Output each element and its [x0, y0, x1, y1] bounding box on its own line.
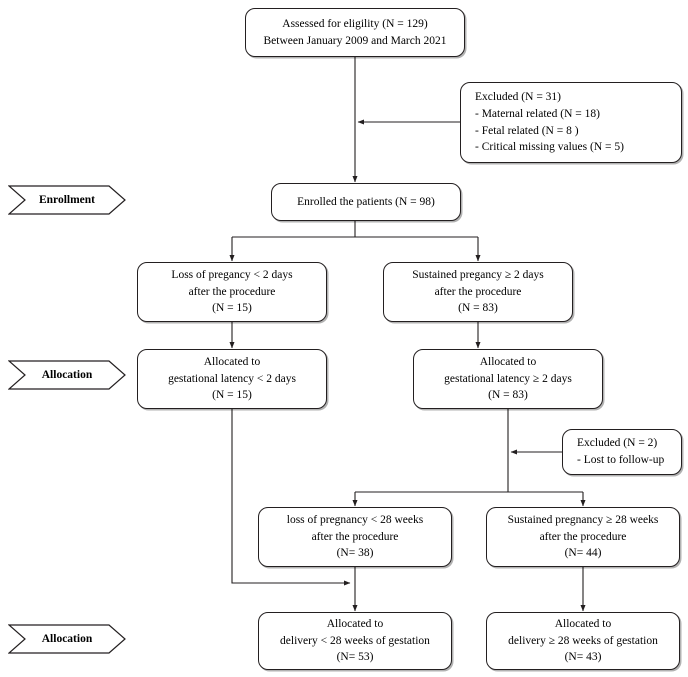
- node-line: - Maternal related (N = 18): [475, 107, 600, 120]
- node-sustained-pregnancy-ge-2-days: Sustained pregancy ≥ 2 days after the pr…: [383, 262, 573, 322]
- node-excluded-first: Excluded (N = 31) - Maternal related (N …: [460, 82, 682, 163]
- banner-chevron-icon: [8, 360, 126, 390]
- node-assessed-for-eligibility: Assessed for eligility (N = 129) Between…: [245, 8, 465, 57]
- node-enrolled-patients: Enrolled the patients (N = 98): [271, 183, 461, 221]
- node-line: after the procedure: [434, 285, 522, 298]
- node-line: Excluded (N = 2): [577, 437, 658, 450]
- node-sustained-pregnancy-ge-28-weeks: Sustained pregnancy ≥ 28 weeks after the…: [486, 507, 680, 567]
- node-line: after the procedure: [311, 530, 399, 543]
- node-line: Allocated to: [326, 617, 384, 630]
- banner-chevron-icon: [8, 624, 126, 654]
- node-line: (N = 83): [458, 302, 498, 315]
- node-line: after the procedure: [188, 285, 276, 298]
- node-line: gestational latency ≥ 2 days: [444, 372, 572, 385]
- node-line: Sustained pregancy ≥ 2 days: [412, 268, 544, 281]
- node-line: (N= 53): [336, 651, 374, 664]
- stage-label-allocation-1: Allocation: [41, 369, 93, 381]
- node-line: Allocated to: [554, 617, 612, 630]
- node-allocated-delivery-lt-28-weeks: Allocated to delivery < 28 weeks of gest…: [258, 612, 452, 670]
- banner-chevron-icon: [8, 185, 126, 215]
- node-line: loss of pregnancy < 28 weeks: [286, 513, 424, 526]
- node-line: (N = 15): [212, 389, 252, 402]
- node-line: - Critical missing values (N = 5): [475, 141, 624, 154]
- node-line: (N = 83): [488, 389, 528, 402]
- node-allocated-delivery-ge-28-weeks: Allocated to delivery ≥ 28 weeks of gest…: [486, 612, 680, 670]
- node-line: - Lost to follow-up: [577, 454, 665, 466]
- node-line: Between January 2009 and March 2021: [263, 34, 447, 47]
- node-line: Allocated to: [203, 355, 261, 368]
- node-allocated-latency-ge-2-days: Allocated to gestational latency ≥ 2 day…: [413, 349, 603, 409]
- node-line: Allocated to: [479, 355, 537, 368]
- node-line: delivery < 28 weeks of gestation: [280, 634, 430, 647]
- connector-alloc-lt2-to-delivery-lt28: [231, 409, 351, 586]
- node-line: (N= 38): [336, 547, 374, 560]
- node-loss-of-pregnancy-lt-28-weeks: loss of pregnancy < 28 weeks after the p…: [258, 507, 452, 567]
- node-excluded-second: Excluded (N = 2) - Lost to follow-up: [562, 429, 682, 475]
- node-line: after the procedure: [539, 530, 627, 543]
- node-line: Loss of pregancy < 2 days: [171, 268, 293, 281]
- node-line: Enrolled the patients (N = 98): [297, 195, 435, 208]
- node-line: delivery ≥ 28 weeks of gestation: [508, 634, 658, 647]
- node-line: Sustained pregnancy ≥ 28 weeks: [507, 513, 659, 526]
- node-line: Excluded (N = 31): [475, 91, 562, 104]
- node-line: gestational latency < 2 days: [168, 372, 296, 385]
- stage-label-enrollment: Enrollment: [38, 194, 95, 206]
- node-line: - Fetal related (N = 8 ): [475, 124, 579, 137]
- stage-label-allocation-2: Allocation: [41, 633, 93, 645]
- node-allocated-latency-lt-2-days: Allocated to gestational latency < 2 day…: [137, 349, 327, 409]
- node-line: (N = 15): [212, 302, 252, 315]
- node-loss-of-pregnancy-lt-2-days: Loss of pregancy < 2 days after the proc…: [137, 262, 327, 322]
- node-line: Assessed for eligility (N = 129): [282, 17, 428, 30]
- node-line: (N= 44): [564, 547, 602, 560]
- node-line: (N= 43): [564, 651, 602, 664]
